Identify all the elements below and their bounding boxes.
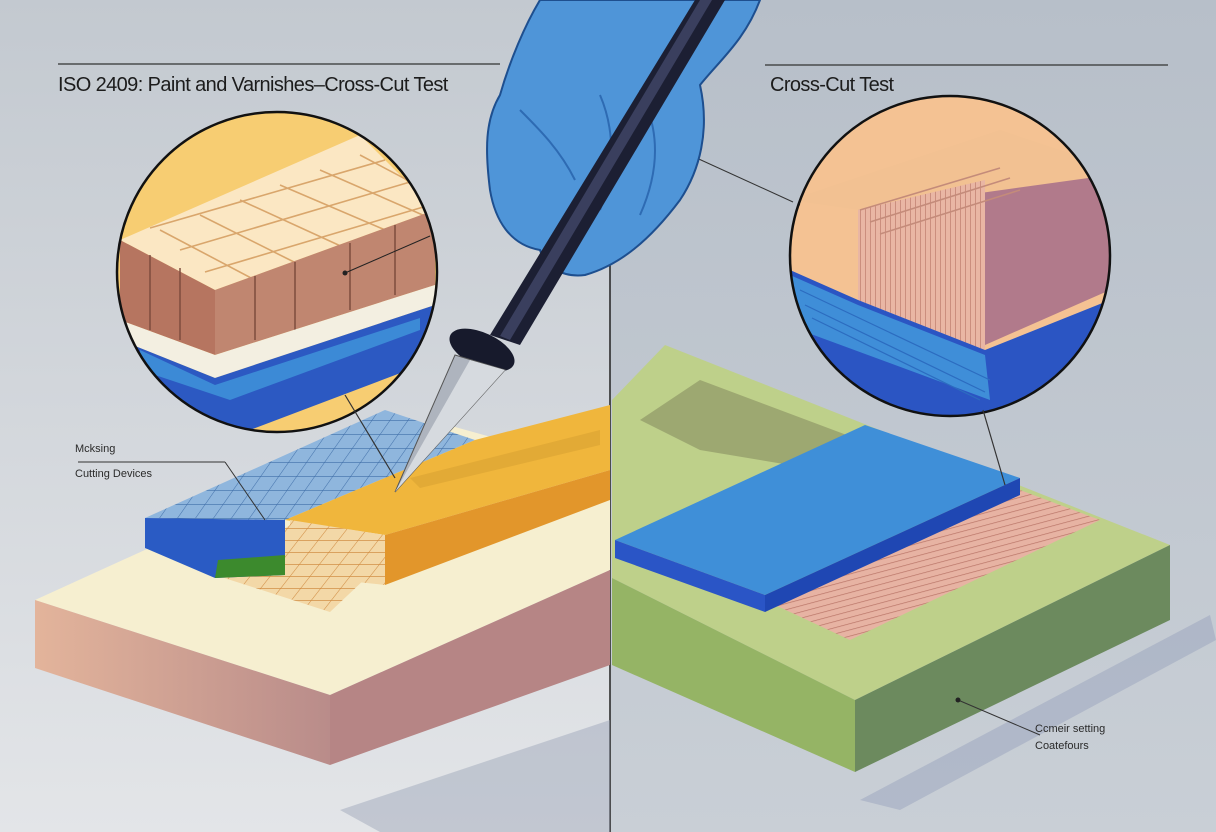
left-magnifier bbox=[115, 110, 439, 479]
cutter-collar bbox=[449, 328, 515, 372]
left-callout-label-1: Mcksing bbox=[75, 443, 116, 455]
right-panel-title: Cross-Cut Test bbox=[770, 74, 894, 96]
blue-coating-slab bbox=[615, 425, 1020, 595]
right-specimen bbox=[612, 345, 1216, 810]
gloved-hand-with-cutter bbox=[394, 0, 762, 493]
right-callout-label-1: Ccmeir setting bbox=[1035, 723, 1106, 735]
left-specimen bbox=[35, 405, 610, 832]
left-callout-label-2: Cutting Devices bbox=[75, 468, 153, 480]
left-panel-title: ISO 2409: Paint and Varnishes–Cross-Cut … bbox=[58, 74, 448, 96]
right-magnifier bbox=[689, 94, 1112, 486]
scratched-area bbox=[775, 490, 1100, 640]
left-substrate-front bbox=[35, 600, 330, 765]
right-substrate-front bbox=[612, 578, 855, 772]
right-callout-label-2: Coatefours bbox=[1035, 740, 1089, 752]
blue-coating-top bbox=[145, 410, 475, 520]
